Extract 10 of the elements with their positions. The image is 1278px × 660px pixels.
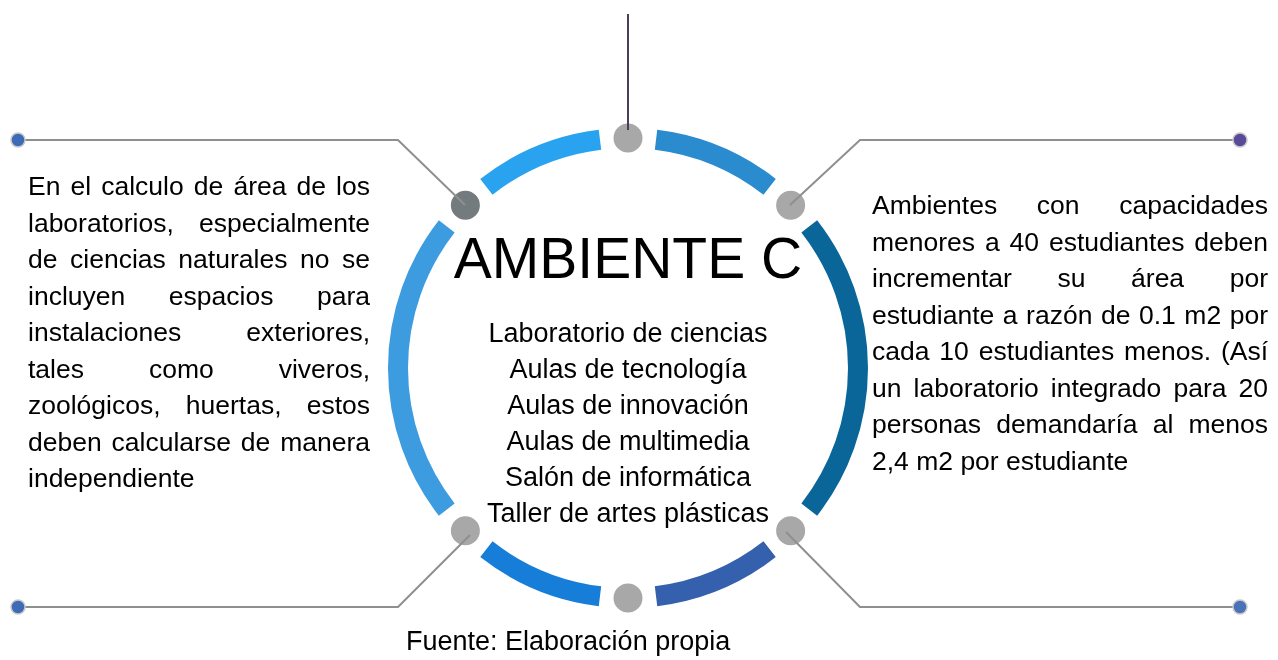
list-item: Aulas de innovación <box>507 389 749 422</box>
list-item: Aulas de tecnología <box>509 353 747 386</box>
caption: Fuente: Elaboración propia <box>406 628 731 655</box>
list-item: Taller de artes plásticas <box>486 497 770 530</box>
note-text: En el calculo de área de los laboratorios, especialmente de ciencias naturales no se incluyen espacios para instalaciones exteriores, tales como viveros, zoológicos, huertas, estos deben calcularse de manera independiente <box>28 170 370 495</box>
list-item: Aulas de multimedia <box>506 425 750 458</box>
list-item: Salón de informática <box>504 461 752 494</box>
note-text: Ambientes con capacidades menores a 40 estudiantes deben incrementar su área por estudiante a razón de 0.1 m2 por cada 10 estudiantes menos. (Así un laboratorio integrado para 20 personas demandaría al menos 2,4 m2 por estudiante <box>872 189 1268 478</box>
list-item: Laboratorio de ciencias <box>488 317 768 350</box>
node-title: AMBIENTE C <box>453 230 803 287</box>
